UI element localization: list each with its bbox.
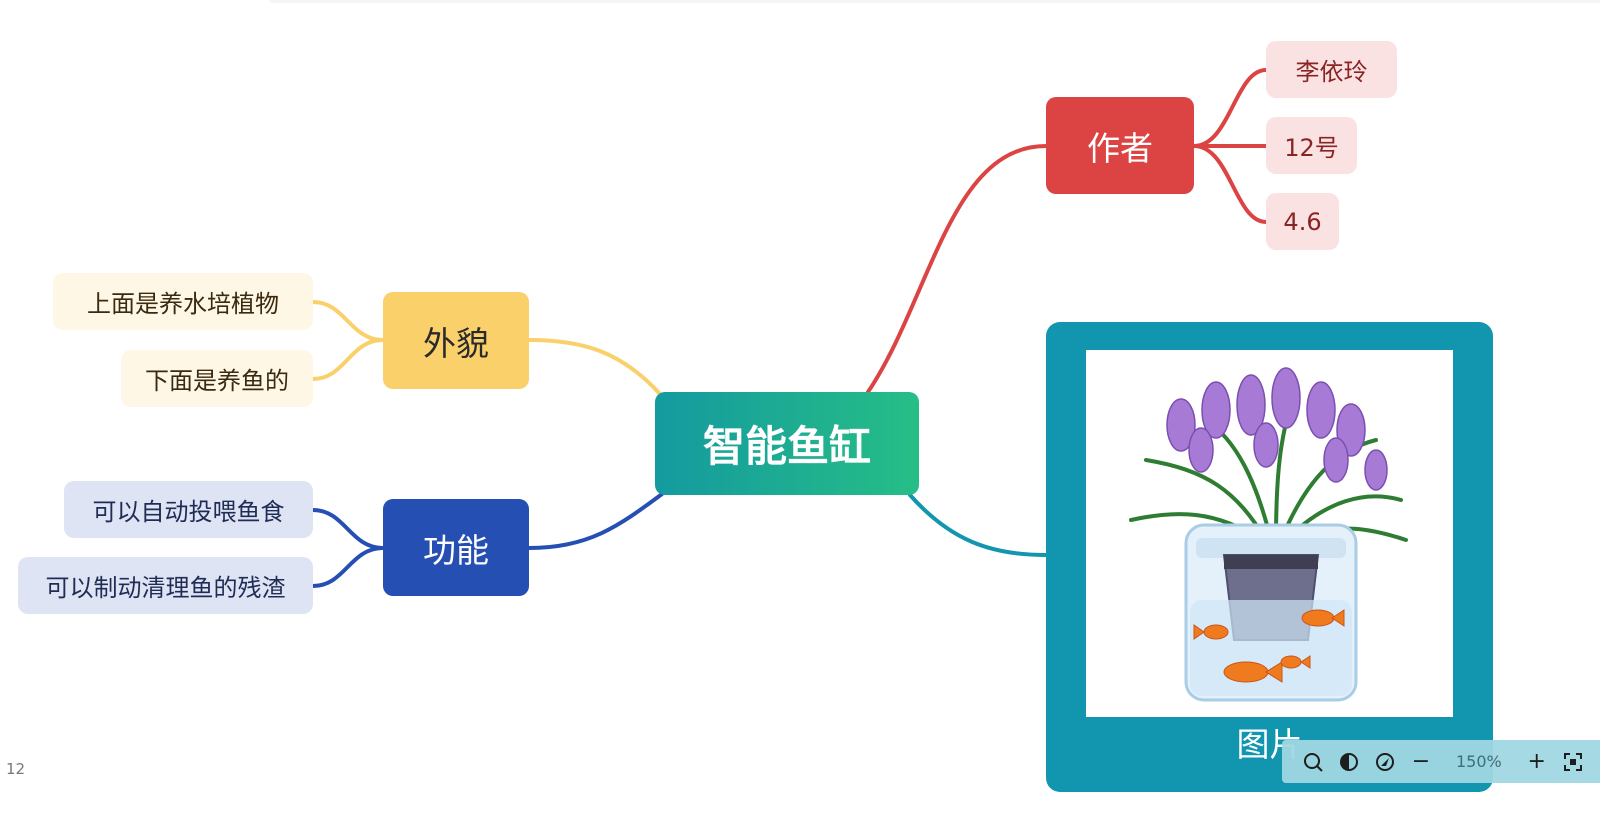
leaf-label: 下面是养鱼的 — [145, 367, 289, 395]
branch-appearance-label: 外貌 — [423, 323, 489, 363]
search-icon[interactable] — [1298, 747, 1328, 777]
connector-author-1 — [1192, 68, 1268, 148]
theme-icon[interactable] — [1334, 747, 1364, 777]
connector-author-3 — [1192, 144, 1268, 224]
connector-func-2 — [311, 546, 385, 588]
locate-icon[interactable] — [1370, 747, 1400, 777]
zoom-level[interactable]: 150% — [1456, 752, 1502, 771]
zoom-out-button[interactable]: − — [1411, 749, 1431, 774]
branch-appearance[interactable]: 外貌 — [383, 292, 529, 389]
connector-look-2 — [311, 338, 385, 381]
leaf-label: 12号 — [1284, 134, 1339, 162]
leaf-label: 4.6 — [1283, 207, 1322, 236]
branch-author-label: 作者 — [1087, 128, 1153, 168]
root-label: 智能鱼缸 — [702, 422, 871, 471]
page-number: 12 — [6, 760, 26, 778]
leaf-function-feed[interactable]: 可以自动投喂鱼食 — [64, 481, 313, 538]
top-divider — [270, 0, 1600, 3]
zoom-in-button[interactable]: + — [1527, 749, 1546, 774]
fish-tank-image — [1086, 350, 1453, 717]
leaf-label: 上面是养水培植物 — [87, 290, 279, 318]
branch-function-label: 功能 — [423, 530, 489, 570]
connector-look-1 — [311, 300, 385, 342]
leaf-label: 可以自动投喂鱼食 — [92, 498, 285, 526]
connector-appearance — [527, 338, 662, 396]
leaf-author-number[interactable]: 12号 — [1266, 117, 1357, 174]
leaf-author-date[interactable]: 4.6 — [1266, 193, 1339, 250]
zoom-toolbar: − 150% + — [1282, 740, 1600, 783]
connector-function — [527, 492, 664, 550]
image-node[interactable]: 图片 — [1046, 322, 1493, 792]
leaf-author-name[interactable]: 李依玲 — [1266, 41, 1397, 98]
leaf-appearance-top[interactable]: 上面是养水培植物 — [53, 273, 313, 330]
branch-function[interactable]: 功能 — [383, 499, 529, 596]
leaf-label: 可以制动清理鱼的残渣 — [45, 574, 286, 602]
connector-func-1 — [311, 508, 385, 550]
leaf-label: 李依玲 — [1295, 58, 1368, 86]
root-node[interactable]: 智能鱼缸 — [655, 392, 919, 495]
connector-image — [908, 493, 1048, 557]
leaf-function-clean[interactable]: 可以制动清理鱼的残渣 — [18, 557, 313, 614]
fit-screen-icon[interactable] — [1558, 747, 1588, 777]
branch-author[interactable]: 作者 — [1046, 97, 1194, 194]
leaf-appearance-bottom[interactable]: 下面是养鱼的 — [121, 350, 313, 407]
connector-author — [866, 144, 1048, 394]
